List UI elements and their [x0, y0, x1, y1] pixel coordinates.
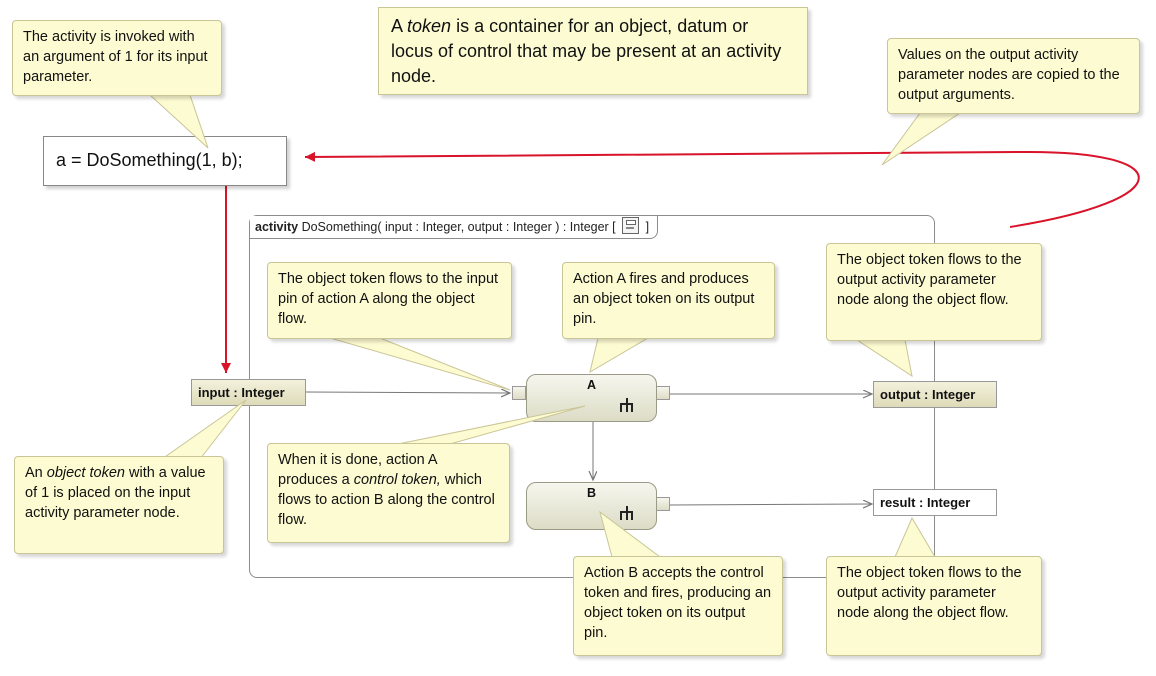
control-token-note-suffix: which flows to action B along the contro…	[278, 472, 495, 528]
object-token-note-emphasis: object token	[46, 465, 125, 481]
call-behavior-fork-icon	[619, 506, 634, 520]
object-flow-input-to-a	[305, 392, 510, 393]
return-flow-arrow	[304, 150, 1140, 228]
object-token-note-prefix: An	[25, 465, 47, 481]
token-note-prefix: A	[391, 16, 408, 36]
call-expression: a = DoSomething(1, b);	[43, 136, 287, 186]
note-action-b-fires: Action B accepts the control token and f…	[573, 556, 783, 656]
token-note-emphasis: token	[407, 16, 452, 36]
output-parameter-node[interactable]: output : Integer	[873, 381, 997, 408]
activity-signature: DoSomething( input : Integer, output : I…	[301, 220, 616, 234]
activity-frame-label: activity DoSomething( input : Integer, o…	[250, 216, 659, 239]
action-a-input-pin[interactable]	[512, 386, 526, 400]
note-action-a-fires: Action A fires and produces an object to…	[562, 262, 775, 339]
activity-diagram-icon[interactable]	[622, 217, 640, 234]
note-control-token: When it is done, action A produces a con…	[267, 443, 510, 543]
note-flow-to-output-node: The object token flows to the output act…	[826, 243, 1042, 341]
note-activity-invoked: The activity is invoked with an argument…	[12, 20, 222, 96]
note-token-definition: A token is a container for an object, da…	[378, 7, 808, 95]
result-parameter-node[interactable]: result : Integer	[873, 489, 997, 516]
note-output-values-copied: Values on the output activity parameter …	[887, 38, 1140, 114]
action-b-label: B	[586, 486, 597, 500]
object-token-note-suffix: with a value of 1 is placed on the input…	[25, 465, 206, 521]
activity-keyword: activity	[255, 220, 299, 234]
note-object-token-placed: An object token with a value of 1 is pla…	[14, 456, 224, 554]
token-note-suffix: is a container for an object, datum or l…	[391, 16, 782, 86]
control-token-note-emphasis: control token,	[353, 472, 441, 488]
action-b[interactable]: B	[526, 482, 657, 530]
note-flow-to-input-pin: The object token flows to the input pin …	[267, 262, 512, 339]
input-parameter-node[interactable]: input : Integer	[191, 379, 306, 406]
note-flow-to-result-node: The object token flows to the output act…	[826, 556, 1042, 656]
control-token-note-prefix: When it is done, action A produces a	[278, 452, 437, 488]
activity-signature-close: ]	[645, 220, 650, 234]
object-flow-b-to-result	[669, 504, 872, 505]
action-a-label: A	[586, 378, 597, 392]
call-behavior-fork-icon	[619, 398, 634, 412]
